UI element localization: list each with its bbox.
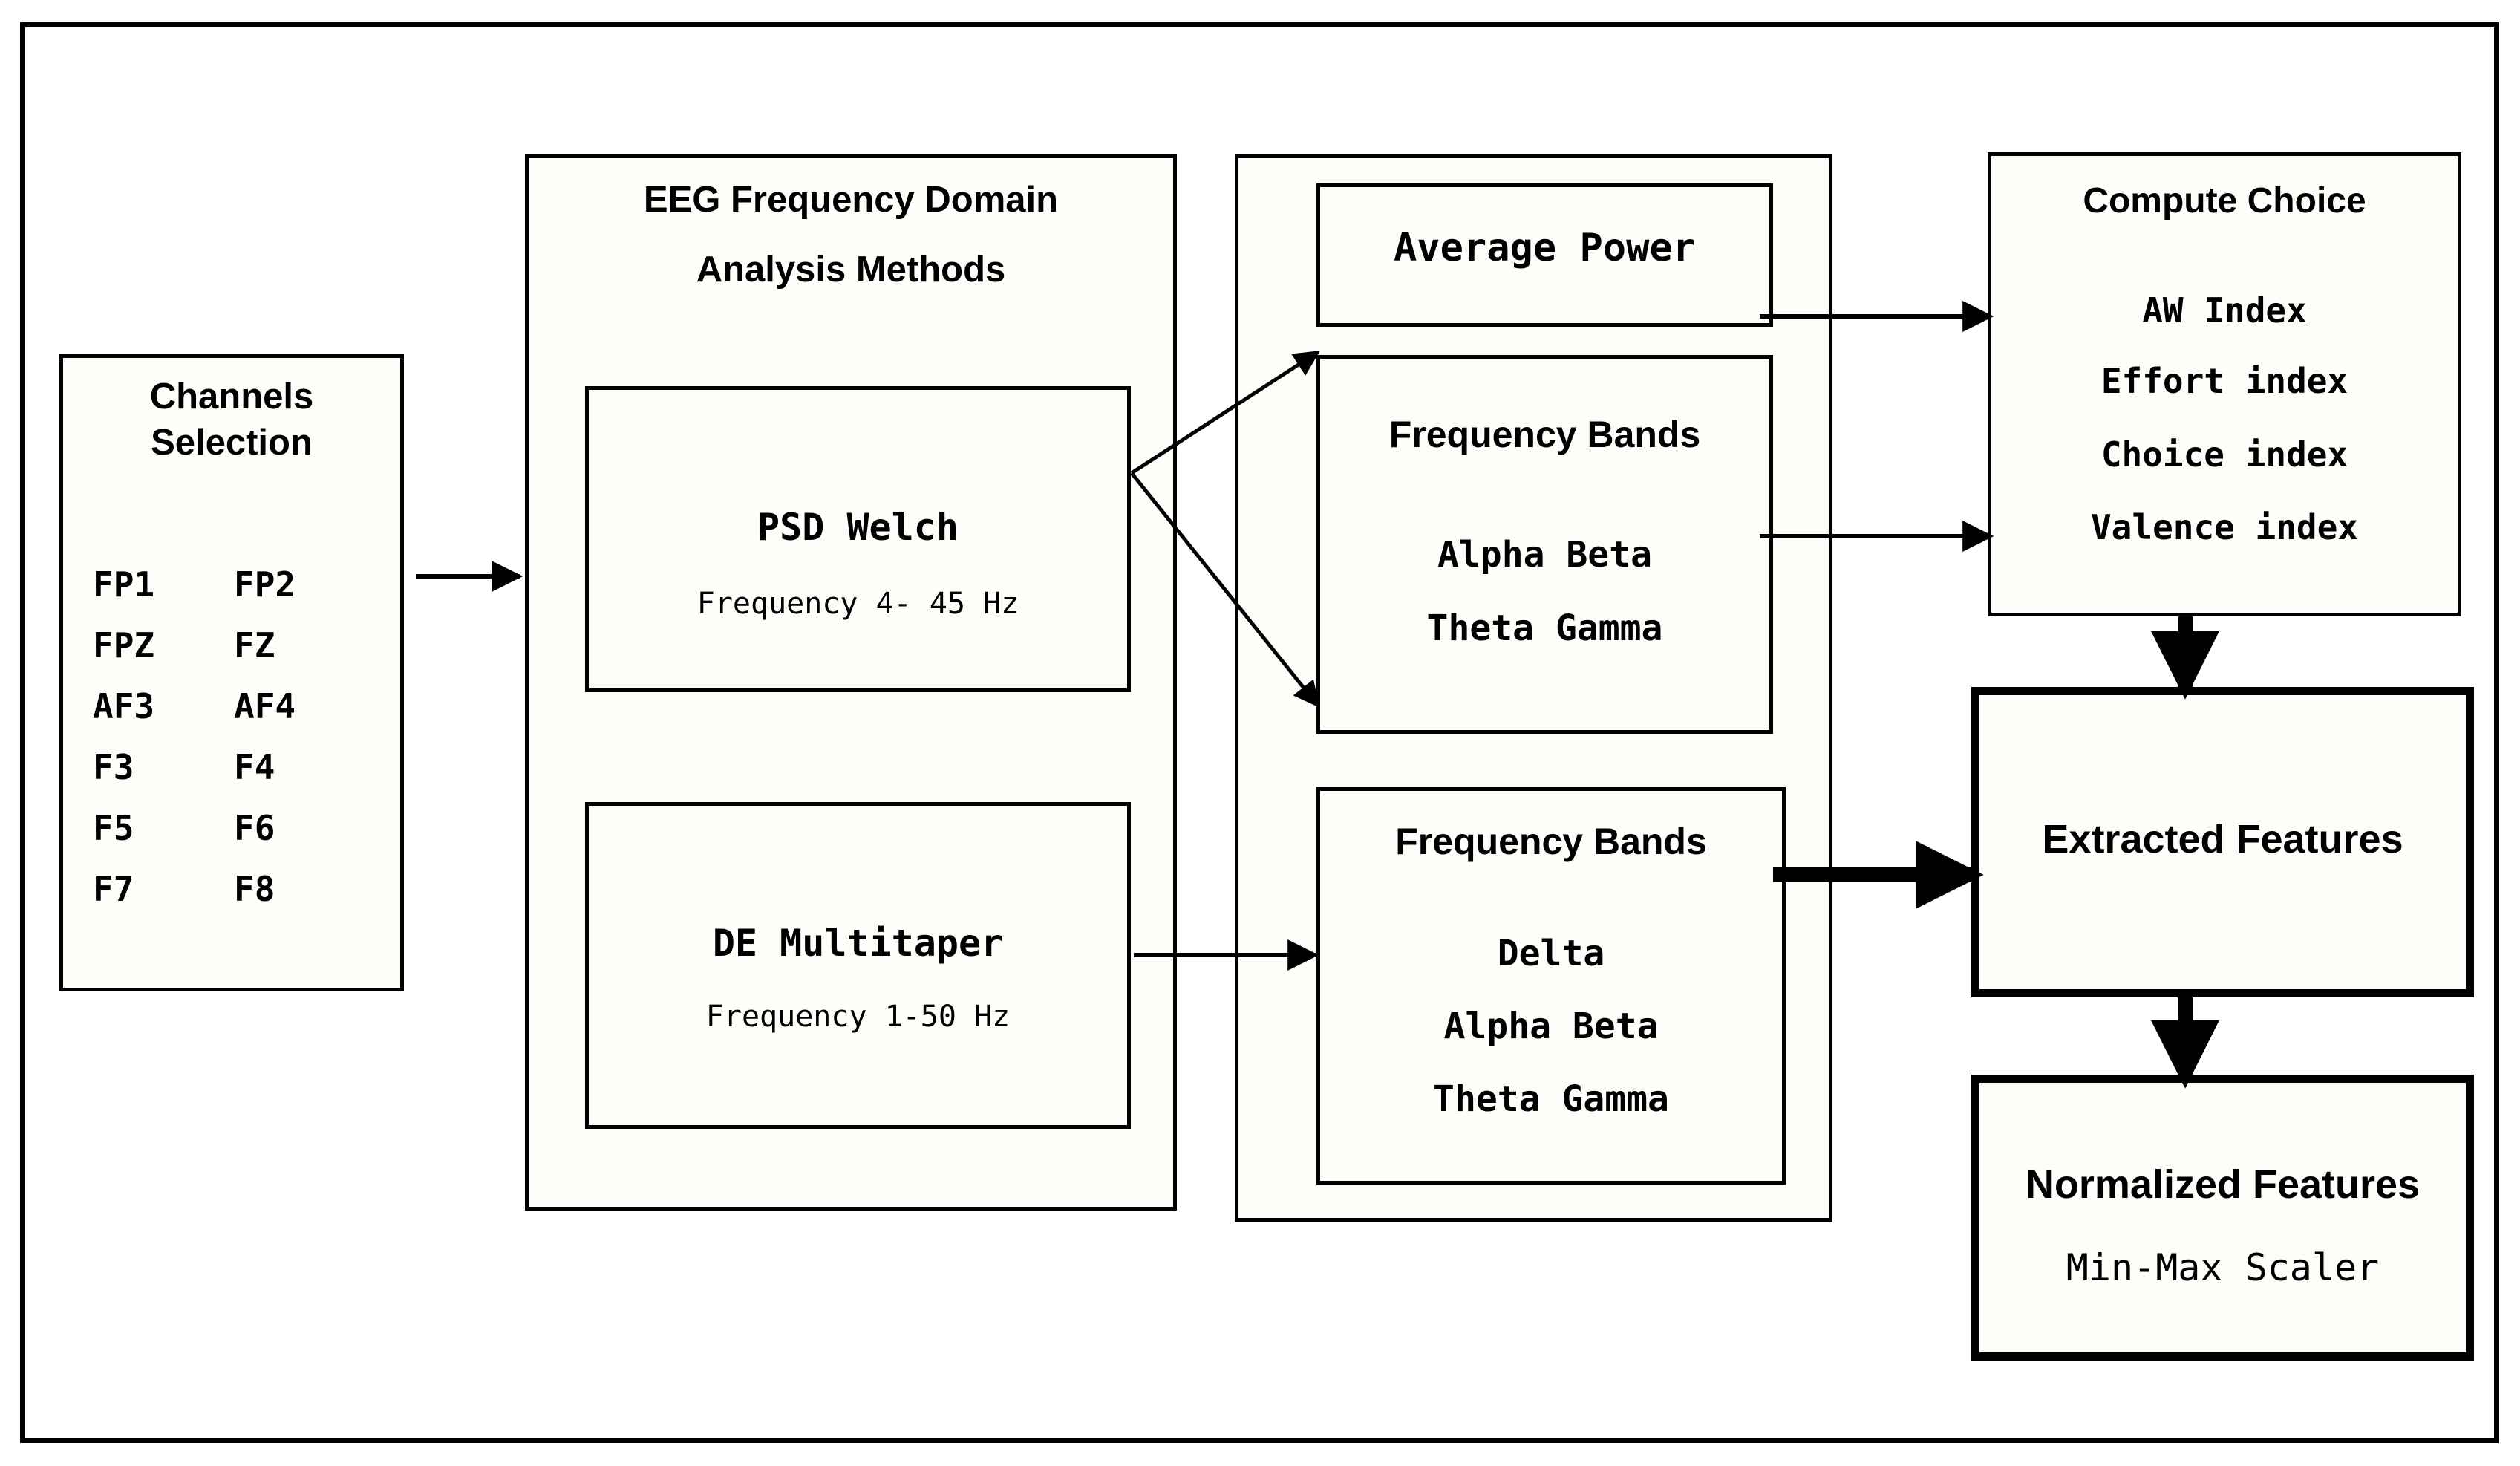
channel-list: FP1 FP2 FPZ FZ AF3 AF4 F3 F4 F5 F6 F7 F8 <box>93 564 375 909</box>
de-multitaper-name: DE Multitaper <box>712 922 1004 965</box>
channel-item[interactable]: F6 <box>234 808 275 848</box>
compute-choice-index-item[interactable]: Valence index <box>2090 507 2359 547</box>
channels-selection-box[interactable] <box>59 354 404 991</box>
channel-item[interactable]: F7 <box>93 869 134 909</box>
normalized-features-box[interactable] <box>1971 1075 2474 1361</box>
channels-selection-title-line1: Channels <box>149 377 314 417</box>
psd-welch-frequency: Frequency 4- 45 Hz <box>696 587 1019 621</box>
channels-selection-title-line2: Selection <box>151 423 313 463</box>
psd-welch-name: PSD Welch <box>757 506 959 549</box>
de-multitaper-box[interactable] <box>585 802 1131 1129</box>
frequency-bands-multitaper-line1: Delta <box>1497 933 1605 974</box>
extracted-features-title: Extracted Features <box>2042 817 2403 861</box>
frequency-bands-welch-box[interactable] <box>1316 355 1773 734</box>
de-multitaper-frequency: Frequency 1-50 Hz <box>705 1000 1011 1034</box>
channel-item[interactable]: AF4 <box>234 686 296 726</box>
compute-choice-index-item[interactable]: Choice index <box>2100 434 2348 475</box>
frequency-bands-multitaper-title: Frequency Bands <box>1395 821 1707 862</box>
analysis-methods-title-line2: Analysis Methods <box>696 250 1006 290</box>
outer-frame <box>20 22 2499 1443</box>
channel-item[interactable]: F5 <box>93 808 134 848</box>
compute-choice-index-item[interactable]: AW Index <box>2142 290 2307 330</box>
frequency-bands-multitaper-line2: Alpha Beta <box>1443 1006 1659 1047</box>
channel-item[interactable]: F3 <box>93 747 134 787</box>
compute-choice-title: Compute Choice <box>2083 181 2366 221</box>
compute-choice-index-item[interactable]: Effort index <box>2100 361 2348 401</box>
compute-choice-box[interactable] <box>1988 152 2461 616</box>
normalized-features-method: Min-Max Scaler <box>2066 1246 2380 1289</box>
channel-item[interactable]: AF3 <box>93 686 155 726</box>
channel-item[interactable]: F4 <box>234 747 275 787</box>
channel-item[interactable]: F8 <box>234 869 275 909</box>
channel-item[interactable]: FP1 <box>93 564 155 605</box>
normalized-features-title: Normalized Features <box>2025 1162 2421 1207</box>
frequency-bands-multitaper-box[interactable] <box>1316 787 1786 1185</box>
channel-item[interactable]: FZ <box>234 625 275 665</box>
psd-welch-box[interactable] <box>585 386 1131 692</box>
channel-item[interactable]: FP2 <box>234 564 296 605</box>
frequency-bands-multitaper-line3: Theta Gamma <box>1433 1078 1669 1120</box>
average-power-title: Average Power <box>1394 226 1696 270</box>
frequency-bands-welch-title: Frequency Bands <box>1388 414 1701 455</box>
analysis-methods-title-line1: EEG Frequency Domain <box>643 180 1059 220</box>
frequency-bands-welch-line1: Alpha Beta <box>1437 534 1652 576</box>
frequency-bands-welch-line2: Theta Gamma <box>1426 607 1663 649</box>
channel-item[interactable]: FPZ <box>93 625 155 665</box>
average-power-box[interactable] <box>1316 183 1773 327</box>
